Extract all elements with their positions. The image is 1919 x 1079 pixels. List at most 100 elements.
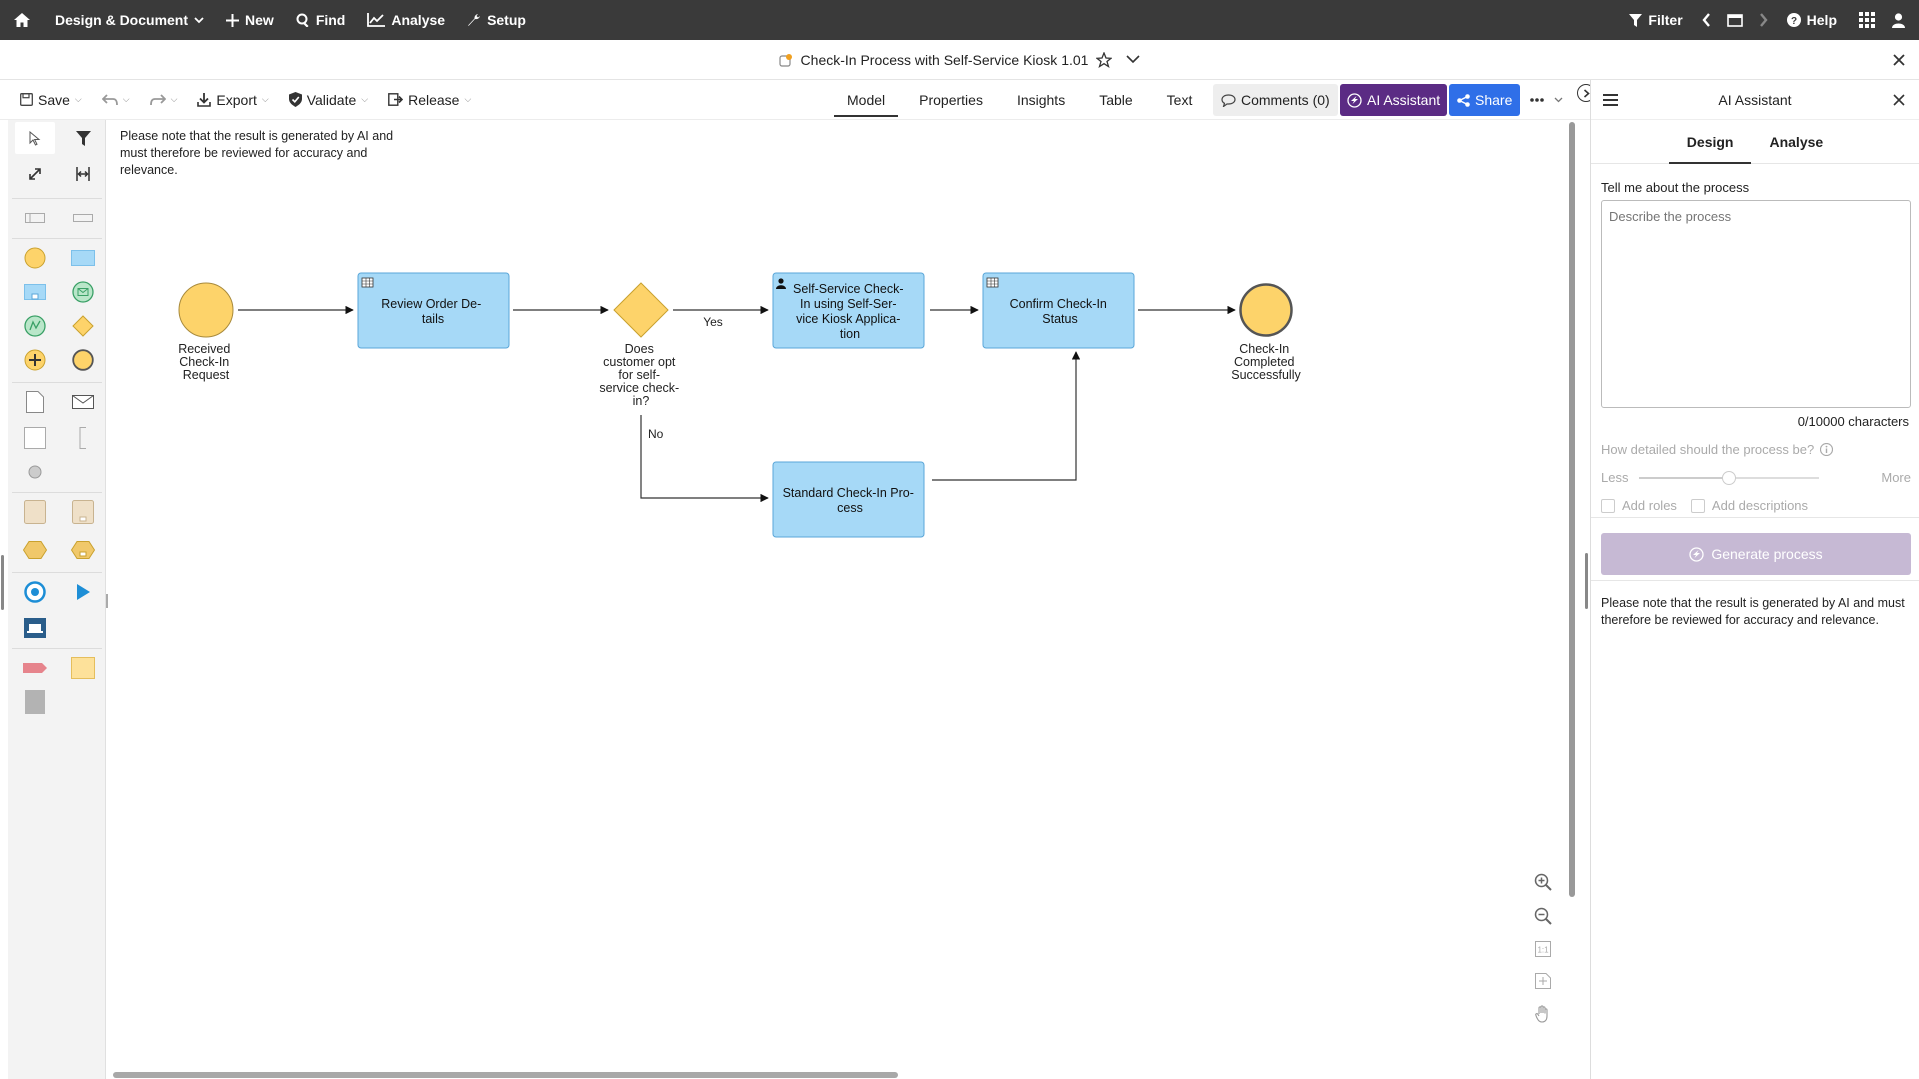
- comments-button[interactable]: Comments (0): [1213, 84, 1338, 116]
- end-event[interactable]: Check-In Completed Successfully: [1231, 283, 1301, 383]
- nav-new[interactable]: New: [215, 0, 285, 40]
- more-horizontal-icon: [1530, 98, 1544, 102]
- window-button[interactable]: [1719, 0, 1751, 40]
- intermediate-shape[interactable]: [15, 456, 55, 488]
- ai-assistant-button[interactable]: AI Assistant: [1340, 84, 1448, 116]
- detail-level-slider[interactable]: Less More: [1601, 470, 1911, 486]
- add-descriptions-checkbox[interactable]: Add descriptions: [1690, 498, 1808, 513]
- start-event-shape[interactable]: [15, 242, 55, 274]
- target-shape[interactable]: [15, 576, 55, 608]
- chevron-right-icon: [1759, 13, 1768, 27]
- validate-button[interactable]: Validate ⌵: [279, 80, 378, 120]
- review-order-task[interactable]: Review Order De- tails: [357, 272, 510, 349]
- parallel-gateway-shape[interactable]: [15, 344, 55, 376]
- panel-resize-handle[interactable]: [1585, 553, 1588, 609]
- flow-standard-to-confirm[interactable]: [932, 351, 1081, 481]
- self-service-gateway[interactable]: Does customer opt for self- service chec…: [599, 282, 682, 408]
- slider-track[interactable]: [1639, 471, 1819, 485]
- tab-model[interactable]: Model: [830, 80, 902, 120]
- gateway-shape[interactable]: [63, 310, 103, 342]
- task-shape[interactable]: [63, 242, 103, 274]
- menu-icon[interactable]: [1603, 94, 1618, 106]
- release-button[interactable]: Release ⌵: [378, 80, 481, 120]
- signal-event-shape[interactable]: [15, 310, 55, 342]
- note-shape[interactable]: [63, 652, 103, 684]
- back-button[interactable]: [1694, 0, 1719, 40]
- confirm-checkin-task[interactable]: Confirm Check-In Status: [982, 272, 1135, 349]
- connect-tool[interactable]: [15, 158, 55, 190]
- gray-block-shape[interactable]: [15, 686, 55, 718]
- tab-properties[interactable]: Properties: [902, 80, 1000, 120]
- tag-shape[interactable]: [15, 652, 55, 684]
- data-object-shape[interactable]: [63, 496, 103, 528]
- data-store-shape[interactable]: [15, 496, 55, 528]
- undo-button[interactable]: ⌵: [92, 80, 140, 120]
- play-shape[interactable]: [63, 576, 103, 608]
- zoom-out-icon[interactable]: [1534, 907, 1552, 925]
- detail-level-label: How detailed should the process be?: [1601, 442, 1834, 457]
- tab-table[interactable]: Table: [1082, 80, 1149, 120]
- tab-text[interactable]: Text: [1150, 80, 1210, 120]
- user-button[interactable]: [1886, 0, 1919, 40]
- tab-insights[interactable]: Insights: [1000, 80, 1082, 120]
- canvas-resize-handle[interactable]: [106, 594, 108, 608]
- system-group-shape[interactable]: [63, 534, 103, 566]
- actual-size-icon[interactable]: 1:1: [1535, 941, 1551, 957]
- lane-shape[interactable]: [63, 202, 103, 234]
- home-button[interactable]: [0, 0, 44, 40]
- self-service-checkin-task[interactable]: Self-Service Check- In using Self-Ser- v…: [772, 272, 925, 349]
- nav-find[interactable]: Find: [285, 0, 357, 40]
- space-tool[interactable]: [63, 158, 103, 190]
- horizontal-scrollbar[interactable]: [113, 1072, 898, 1078]
- star-icon[interactable]: [1096, 51, 1113, 68]
- close-icon[interactable]: [1893, 94, 1905, 106]
- nav-analyse[interactable]: Analyse: [356, 0, 456, 40]
- group-shape[interactable]: [15, 422, 55, 454]
- add-roles-box[interactable]: [1601, 498, 1615, 513]
- subprocess-shape[interactable]: [15, 276, 55, 308]
- palette-resize-handle[interactable]: [1, 555, 4, 610]
- start-event[interactable]: Received Check-In Request: [178, 282, 234, 382]
- tab-analyse[interactable]: Analyse: [1751, 120, 1841, 164]
- info-icon[interactable]: [1820, 443, 1834, 456]
- save-button[interactable]: Save ⌵: [0, 80, 92, 120]
- more-options-button[interactable]: [1530, 84, 1563, 116]
- message-event-shape[interactable]: [63, 276, 103, 308]
- generate-process-button[interactable]: Generate process: [1601, 533, 1911, 575]
- nav-setup[interactable]: Setup: [456, 0, 537, 40]
- vertical-scrollbar[interactable]: [1569, 122, 1575, 897]
- screen-shape[interactable]: [15, 612, 55, 644]
- slider-thumb[interactable]: [1722, 471, 1736, 485]
- end-event-shape[interactable]: [63, 344, 103, 376]
- hand-pan-icon[interactable]: [1535, 1005, 1551, 1023]
- help-button[interactable]: ? Help: [1776, 0, 1848, 40]
- pool-shape[interactable]: [15, 202, 55, 234]
- fit-page-icon[interactable]: [1535, 973, 1551, 989]
- filter-tool[interactable]: [63, 122, 103, 154]
- share-button[interactable]: Share: [1449, 84, 1521, 116]
- document-shape[interactable]: [15, 386, 55, 418]
- message-shape[interactable]: [63, 386, 103, 418]
- forward-button[interactable]: [1751, 0, 1776, 40]
- model-canvas[interactable]: Please note that the result is generated…: [110, 120, 1575, 1079]
- process-description-input[interactable]: [1601, 200, 1911, 408]
- flow-gateway-no[interactable]: [640, 415, 769, 503]
- add-descriptions-box[interactable]: [1690, 498, 1705, 513]
- system-shape[interactable]: [15, 534, 55, 566]
- annotation-shape[interactable]: [63, 422, 103, 454]
- export-button[interactable]: Export ⌵: [187, 80, 278, 120]
- add-roles-checkbox[interactable]: Add roles: [1601, 498, 1677, 513]
- chevron-down-icon[interactable]: [1126, 55, 1141, 64]
- standard-checkin-task[interactable]: Standard Check-In Pro- cess: [772, 461, 925, 538]
- apps-button[interactable]: [1848, 0, 1886, 40]
- document-icon: [26, 391, 44, 413]
- zoom-in-icon[interactable]: [1534, 873, 1552, 891]
- close-document-button[interactable]: [1893, 50, 1905, 70]
- filter-button[interactable]: Filter: [1618, 0, 1693, 40]
- pointer-tool[interactable]: [15, 122, 55, 154]
- review-order-label: Review Order De- tails: [381, 297, 485, 326]
- tab-design[interactable]: Design: [1668, 120, 1752, 164]
- nav-design-document[interactable]: Design & Document: [44, 0, 215, 40]
- lane-icon: [73, 214, 93, 222]
- redo-button[interactable]: ⌵: [140, 80, 188, 120]
